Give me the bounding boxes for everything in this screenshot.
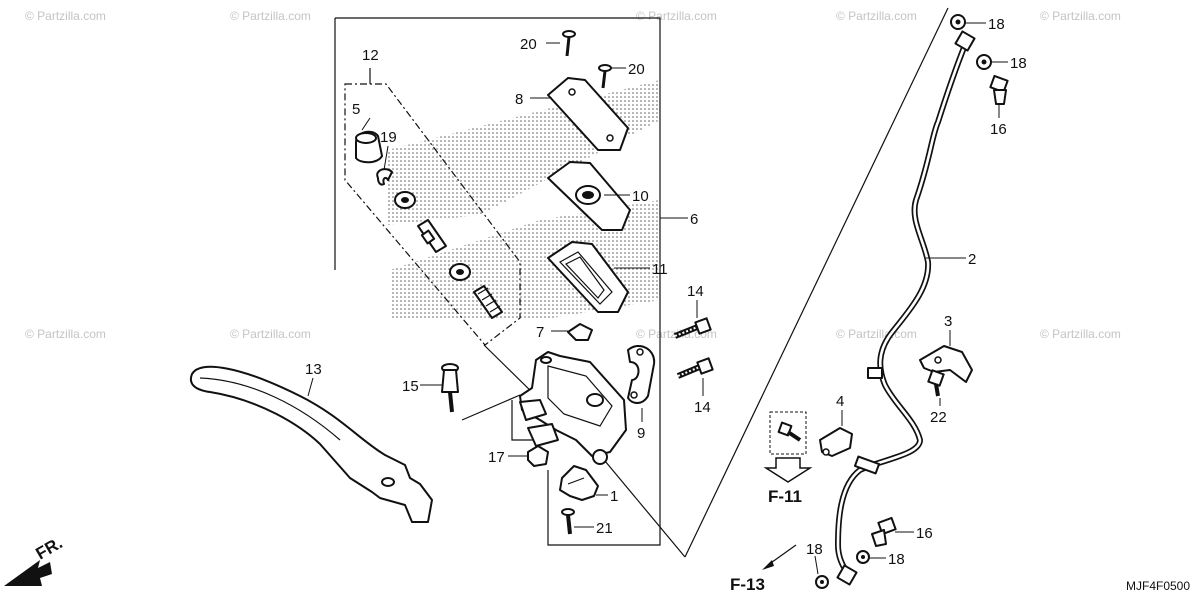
hose-clamp[interactable] — [919, 345, 973, 383]
group-frames — [334, 7, 949, 558]
watermark: © Partzilla.com — [636, 9, 717, 23]
hose-guide[interactable] — [819, 427, 853, 457]
f11-reference — [763, 411, 813, 483]
watermark: © Partzilla.com — [836, 9, 917, 23]
callout-21: 21 — [596, 520, 613, 537]
oil-bolt-a[interactable] — [989, 74, 1009, 105]
callout-1: 1 — [610, 488, 618, 505]
clamp-bolt[interactable] — [927, 369, 945, 397]
piston[interactable] — [417, 219, 447, 253]
pivot-bolt[interactable] — [441, 363, 459, 413]
float-stopper[interactable] — [567, 323, 593, 341]
piston-spring[interactable] — [473, 285, 503, 319]
callout-22: 22 — [930, 409, 947, 426]
screw-20a[interactable] — [562, 30, 576, 57]
cup-seal[interactable] — [449, 263, 471, 281]
sealing-washer-d[interactable] — [815, 575, 829, 589]
clamp-holder[interactable] — [627, 345, 656, 404]
reference-f13: F-13 — [730, 575, 765, 594]
watermark: © Partzilla.com — [25, 327, 106, 341]
stop-switch[interactable] — [559, 465, 599, 501]
watermark: © Partzilla.com — [836, 327, 917, 341]
callout-19: 19 — [380, 129, 397, 146]
callout-17: 17 — [488, 449, 505, 466]
callout-3: 3 — [944, 313, 952, 330]
piston-seal[interactable] — [394, 191, 416, 209]
callout-2: 2 — [968, 251, 976, 268]
master-cylinder-frame — [335, 17, 661, 546]
diaphragm-plate[interactable] — [547, 161, 631, 231]
screw-20b[interactable] — [598, 64, 612, 89]
callouts: 20 20 8 10 11 7 6 12 5 19 13 15 17 1 21 … — [305, 16, 1027, 568]
callout-6: 6 — [690, 211, 698, 228]
master-cylinder-body[interactable] — [519, 351, 627, 465]
front-direction-arrow: FR. — [4, 533, 66, 586]
watermark: © Partzilla.com — [25, 9, 106, 23]
callout-13: 13 — [305, 361, 322, 378]
pivot-nut[interactable] — [527, 445, 549, 467]
callout-9: 9 — [637, 425, 645, 442]
oil-bolt-b[interactable] — [871, 516, 897, 547]
holder-bolt-b[interactable] — [676, 357, 714, 379]
reference-f11: F-11 — [768, 487, 802, 506]
callout-20: 20 — [520, 36, 537, 53]
callout-8: 8 — [515, 91, 523, 108]
diaphragm[interactable] — [547, 241, 629, 313]
callout-5: 5 — [352, 101, 360, 118]
callout-18: 18 — [988, 16, 1005, 33]
connection-line — [599, 454, 686, 558]
callout-11: 11 — [652, 261, 668, 278]
snap-ring[interactable] — [376, 168, 393, 186]
callout-7: 7 — [536, 324, 544, 341]
f13-reference-arrow — [762, 544, 797, 570]
sealing-washer-a[interactable] — [950, 14, 966, 30]
callout-4: 4 — [836, 393, 844, 410]
leader-lines — [307, 22, 1008, 575]
watermark: © Partzilla.com — [230, 327, 311, 341]
brake-lever[interactable] — [190, 365, 433, 523]
callout-18: 18 — [888, 551, 905, 568]
diagram-code: MJF4F0500 — [1126, 579, 1190, 593]
callout-20: 20 — [628, 61, 645, 78]
callout-14: 14 — [694, 399, 711, 416]
callout-14: 14 — [687, 283, 704, 300]
reservoir-cap[interactable] — [547, 77, 629, 151]
switch-screw[interactable] — [561, 508, 575, 535]
holder-bolt-a[interactable] — [673, 317, 712, 339]
callout-10: 10 — [632, 188, 649, 205]
callout-15: 15 — [402, 378, 419, 395]
watermark: © Partzilla.com — [1040, 9, 1121, 23]
callout-18: 18 — [806, 541, 823, 558]
sealing-washer-b[interactable] — [976, 54, 992, 70]
watermark: © Partzilla.com — [1040, 327, 1121, 341]
piston-boot[interactable] — [355, 130, 383, 164]
callout-16: 16 — [990, 121, 1007, 138]
brake-hose[interactable] — [835, 30, 976, 586]
callout-18: 18 — [1010, 55, 1027, 72]
watermark: © Partzilla.com — [230, 9, 311, 23]
front-marker: FR. — [33, 533, 66, 563]
piston-kit-frame — [344, 83, 521, 346]
callout-16: 16 — [916, 525, 933, 542]
callout-12: 12 — [362, 47, 379, 64]
sealing-washer-c[interactable] — [856, 550, 870, 564]
